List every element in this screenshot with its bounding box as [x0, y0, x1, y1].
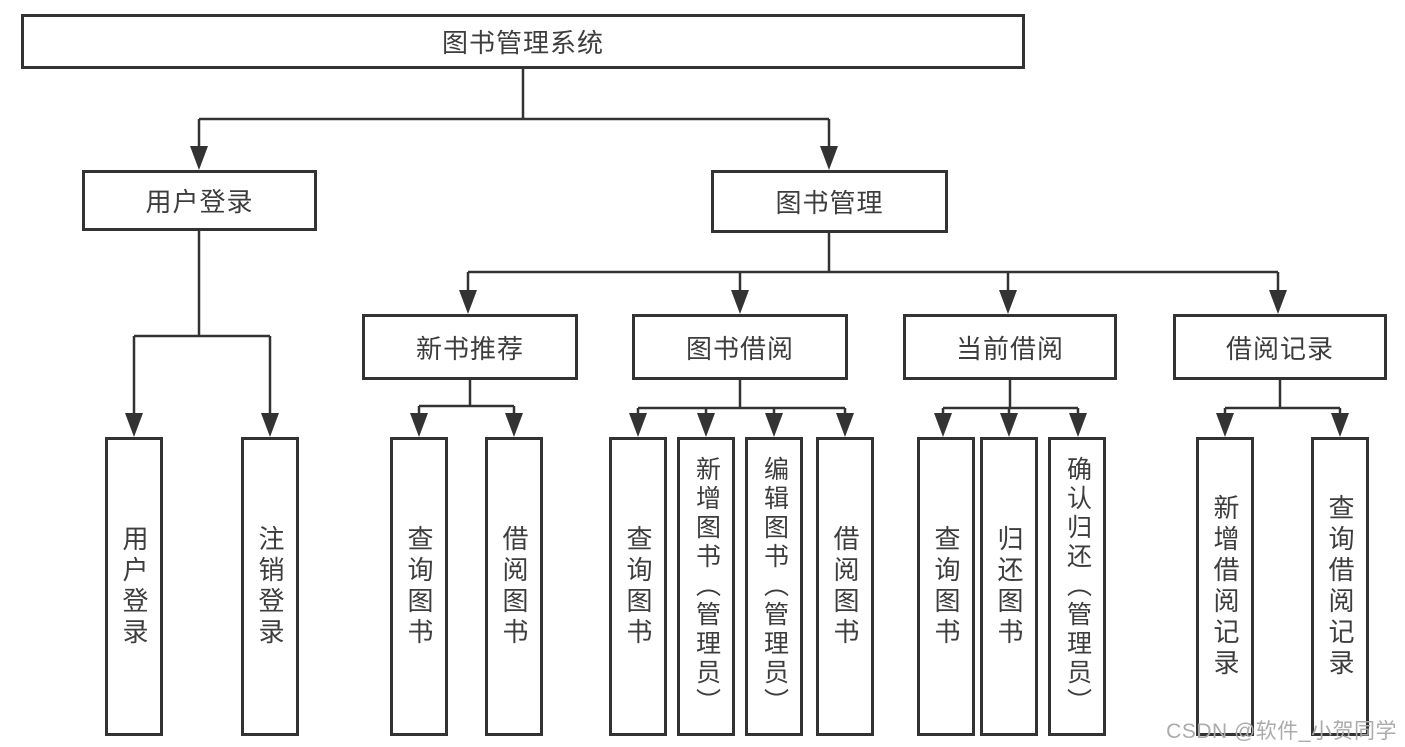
- leaf-query-borrow-record: 查询借阅记录: [1311, 437, 1369, 736]
- leaf-query-book-3: 查询图书: [917, 437, 975, 736]
- arrowhead-icon: [261, 413, 279, 437]
- connector-new-book-split: [417, 380, 516, 413]
- arrowhead-icon: [999, 290, 1017, 314]
- leaf-add-borrow-record: 新增借阅记录: [1196, 437, 1254, 736]
- connector-book-borrow-split: [636, 380, 847, 413]
- arrowhead-icon: [125, 413, 143, 437]
- connector-records-split: [1223, 380, 1342, 413]
- arrowhead-icon: [765, 413, 783, 437]
- leaf-label: 查询借阅记录: [1325, 493, 1355, 680]
- arrowhead-icon: [1269, 290, 1287, 314]
- connector-root-split: [197, 68, 831, 146]
- arrowhead-icon: [697, 413, 715, 437]
- leaf-user-login: 用户登录: [105, 437, 163, 736]
- leaf-add-book-admin: 新增图书（管理员）: [677, 437, 735, 736]
- arrowhead-icon: [820, 146, 838, 170]
- node-book-management: 图书管理: [711, 170, 948, 233]
- connector-lines: [132, 68, 1342, 413]
- node-new-book-recommend: 新书推荐: [362, 314, 578, 380]
- leaf-label: 借阅图书: [830, 524, 860, 649]
- arrowhead-icon: [1331, 413, 1349, 437]
- arrowhead-icon: [1000, 413, 1018, 437]
- watermark: CSDN @软件_小贺同学: [1166, 720, 1397, 743]
- leaf-label: 注销登录: [255, 524, 285, 649]
- arrowhead-icon: [505, 413, 523, 437]
- leaf-label: 用户登录: [119, 524, 149, 649]
- leaf-confirm-return-admin: 确认归还（管理员）: [1048, 437, 1106, 736]
- node-book-borrowing: 图书借阅: [632, 314, 848, 380]
- leaf-edit-book-admin: 编辑图书（管理员）: [745, 437, 803, 736]
- leaf-return-book: 归还图书: [980, 437, 1038, 736]
- leaf-borrow-book-1: 借阅图书: [485, 437, 543, 736]
- leaf-label: 归还图书: [994, 524, 1024, 649]
- arrowhead-icon: [410, 413, 428, 437]
- arrowhead-icon: [459, 290, 477, 314]
- leaf-query-book-2: 查询图书: [609, 437, 667, 736]
- node-borrowing-records: 借阅记录: [1173, 314, 1387, 380]
- arrowhead-icon: [1216, 413, 1234, 437]
- node-current-borrowing: 当前借阅: [903, 314, 1117, 380]
- arrowhead-icon: [934, 413, 952, 437]
- arrowhead-icon: [629, 413, 647, 437]
- leaf-query-book-1: 查询图书: [390, 437, 448, 736]
- leaf-borrow-book-2: 借阅图书: [816, 437, 874, 736]
- arrowhead-icon: [190, 146, 208, 170]
- leaf-label: 查询图书: [404, 524, 434, 649]
- arrowhead-icon: [836, 413, 854, 437]
- node-library-system: 图书管理系统: [21, 14, 1025, 69]
- connector-current-borrow-split: [941, 380, 1080, 413]
- node-user-login: 用户登录: [82, 170, 317, 231]
- leaf-label: 查询图书: [623, 524, 653, 649]
- connector-book-mgmt-split: [466, 233, 1280, 290]
- arrowheads: [125, 146, 1349, 437]
- leaf-label: 编辑图书（管理员）: [760, 456, 789, 717]
- connector-user-login-split: [132, 231, 272, 413]
- leaf-logout: 注销登录: [241, 437, 299, 736]
- arrowhead-icon: [731, 290, 749, 314]
- leaf-label: 借阅图书: [499, 524, 529, 649]
- leaf-label: 查询图书: [931, 524, 961, 649]
- leaf-label: 确认归还（管理员）: [1063, 456, 1092, 717]
- leaf-label: 新增借阅记录: [1210, 493, 1240, 680]
- arrowhead-icon: [1069, 413, 1087, 437]
- leaf-label: 新增图书（管理员）: [692, 456, 721, 717]
